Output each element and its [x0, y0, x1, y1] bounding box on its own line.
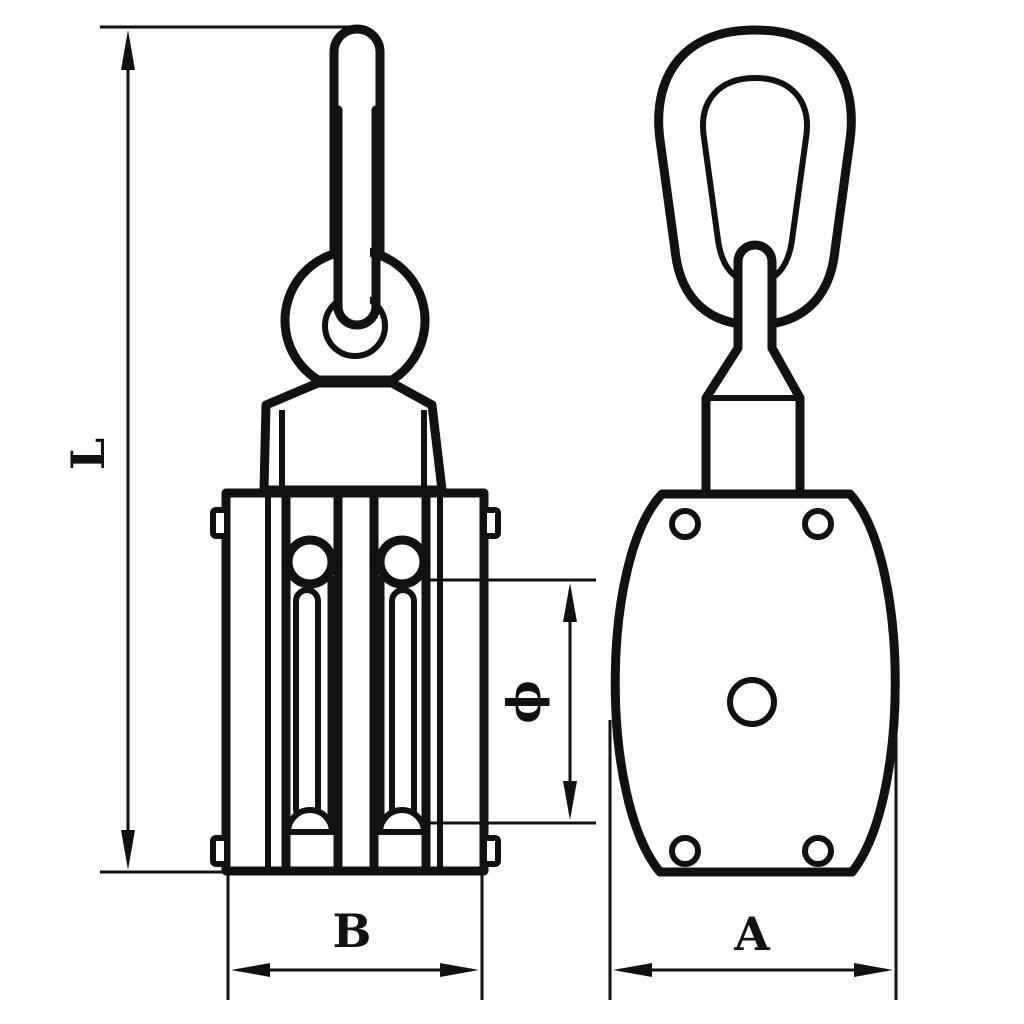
bolt-head-bl	[210, 835, 230, 867]
a-arrow-left	[613, 963, 652, 977]
rivet-tr	[802, 508, 834, 540]
sheave-left-groove	[293, 587, 321, 823]
dimension-b: B	[226, 872, 484, 1000]
rivet-tl	[669, 508, 701, 540]
rivet-bl	[669, 835, 701, 867]
sheave-right-top-roll	[375, 535, 429, 589]
swivel-shank	[701, 240, 805, 499]
dimension-l: L	[61, 25, 356, 874]
a-arrow-right	[854, 963, 893, 977]
rivet-br	[802, 835, 834, 867]
sheave-left-bottom-roll	[284, 807, 336, 835]
side-body	[221, 488, 489, 876]
label-a: A	[733, 907, 771, 961]
label-l: L	[61, 438, 115, 470]
label-d: ϕ	[497, 680, 551, 723]
sheave-left-top-roll	[283, 535, 337, 589]
front-view	[610, 25, 900, 877]
dimension-d: ϕ	[430, 578, 596, 825]
l-arrow-top	[121, 30, 135, 70]
sheave-right-bottom-roll	[376, 807, 428, 835]
bolt-head-br	[481, 835, 501, 867]
l-arrow-bottom	[121, 830, 135, 870]
yoke	[259, 378, 447, 495]
b-arrow-right	[440, 963, 479, 977]
b-arrow-left	[231, 963, 270, 977]
label-b: B	[333, 904, 372, 958]
side-view	[210, 24, 501, 876]
dimension-a: A	[608, 720, 898, 1000]
d-arrow-bottom	[563, 781, 577, 820]
bolt-head-tl	[210, 507, 230, 539]
sheave-right-groove	[389, 587, 417, 823]
d-arrow-top	[563, 583, 577, 622]
bolt-head-tr	[481, 507, 501, 539]
axle-hole	[727, 677, 777, 727]
pin-end	[333, 301, 381, 330]
